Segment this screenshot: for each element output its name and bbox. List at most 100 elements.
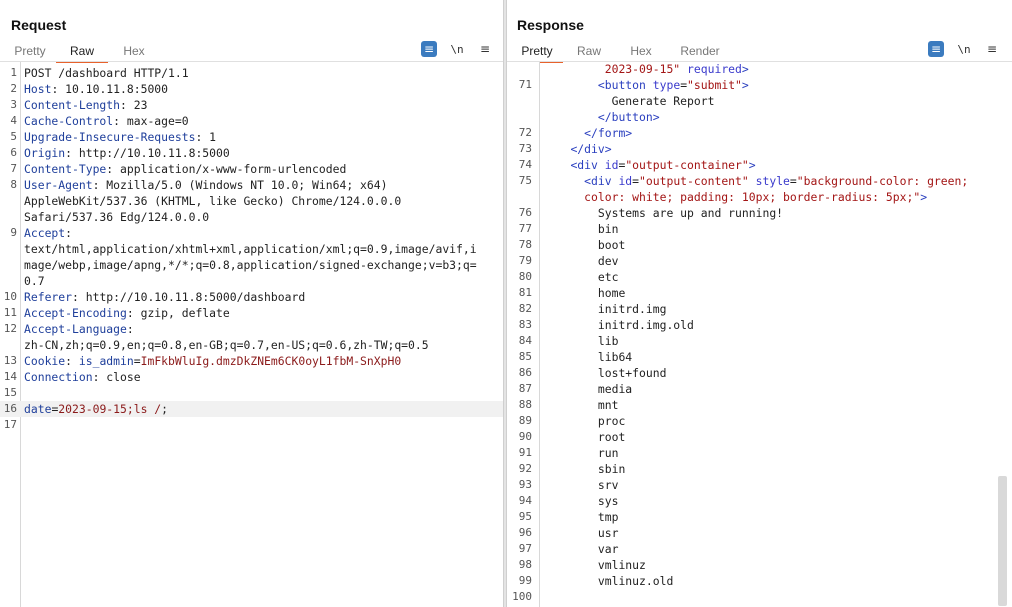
- pane-splitter[interactable]: [503, 0, 507, 607]
- code-text: Accept-Encoding: gzip, deflate: [24, 305, 230, 321]
- code-text: root: [543, 429, 625, 445]
- code-token: User-Agent: [24, 178, 93, 192]
- code-token: <div: [584, 174, 612, 188]
- code-token: Accept-Language: [24, 322, 127, 336]
- code-text: boot: [543, 237, 625, 253]
- response-toolbar: ≡ \n ≡: [928, 41, 1012, 57]
- indent: [543, 174, 584, 188]
- code-token: dev: [597, 254, 619, 268]
- code-text: Referer: http://10.10.11.8:5000/dashboar…: [24, 289, 305, 305]
- menu-icon[interactable]: ≡: [479, 42, 491, 56]
- code-token: bin: [597, 222, 619, 236]
- code-line: 12 Accept-Language:: [0, 321, 503, 337]
- code-token: vmlinuz: [597, 558, 646, 572]
- indent: [543, 414, 598, 428]
- code-token: is_admin: [78, 354, 134, 368]
- code-token: Systems are up and running!: [597, 206, 784, 220]
- code-line: mage/webp,image/apng,*/*;q=0.8,applicati…: [0, 257, 503, 273]
- code-token: vmlinuz.old: [597, 574, 674, 588]
- code-text: zh-CN,zh;q=0.9,en;q=0.8,en-GB;q=0.7,en-U…: [24, 337, 429, 353]
- tab-raw[interactable]: Raw: [576, 44, 601, 58]
- code-token: proc: [597, 414, 626, 428]
- code-token: : 10.10.11.8:5000: [51, 82, 169, 96]
- code-line: 100: [507, 589, 1012, 605]
- tab-divider: [507, 61, 1012, 62]
- code-line: 71 <button type="submit">: [507, 77, 1012, 93]
- line-number-gutter: [507, 62, 540, 607]
- code-text: mnt: [543, 397, 619, 413]
- code-line: Safari/537.36 Edg/124.0.0.0: [0, 209, 503, 225]
- code-token: : http://10.10.11.8:5000/dashboard: [72, 290, 306, 304]
- code-token: tmp: [597, 510, 619, 524]
- code-token: </div>: [570, 142, 612, 156]
- code-text: POST /dashboard HTTP/1.1: [24, 65, 189, 81]
- tab-raw[interactable]: Raw: [56, 41, 108, 63]
- tab-pretty[interactable]: Pretty: [14, 44, 46, 58]
- code-text: vmlinuz: [543, 557, 646, 573]
- code-line: 73 </div>: [507, 141, 1012, 157]
- line-number: 99: [518, 574, 532, 587]
- indent: [543, 382, 598, 396]
- code-text: bin: [543, 221, 619, 237]
- tab-hex[interactable]: Hex: [630, 44, 652, 58]
- line-number: 71: [518, 78, 532, 91]
- indent: [543, 542, 598, 556]
- code-line: 76 Systems are up and running!: [507, 205, 1012, 221]
- code-text: home: [543, 285, 625, 301]
- tab-render[interactable]: Render: [680, 44, 720, 58]
- code-text: Origin: http://10.10.11.8:5000: [24, 145, 230, 161]
- show-newlines-icon[interactable]: \n: [957, 42, 971, 56]
- line-number: 92: [518, 462, 532, 475]
- code-text: AppleWebKit/537.36 (KHTML, like Gecko) C…: [24, 193, 401, 209]
- indent: [543, 110, 598, 124]
- code-token: Accept: [24, 226, 66, 240]
- indent: [543, 142, 570, 156]
- code-text: User-Agent: Mozilla/5.0 (Windows NT 10.0…: [24, 177, 387, 193]
- response-editor[interactable]: 2023-09-15" required>71 <button type="su…: [507, 62, 1012, 607]
- response-pane: Response Pretty Raw Hex Render ≡ \n ≡ 20…: [507, 0, 1012, 607]
- code-text: initrd.img: [543, 301, 667, 317]
- indent: [543, 318, 598, 332]
- indent: [543, 190, 584, 204]
- response-tabs: Pretty Raw Hex Render: [511, 41, 733, 63]
- line-number: 12: [3, 322, 17, 335]
- code-token: lost+found: [597, 366, 667, 380]
- code-text: etc: [543, 269, 619, 285]
- indent: [543, 350, 598, 364]
- tab-hex[interactable]: Hex: [123, 44, 145, 58]
- code-token: "output-content": [639, 174, 749, 188]
- code-text: proc: [543, 413, 625, 429]
- code-token: Referer: [24, 290, 73, 304]
- tab-divider: [0, 61, 503, 62]
- wrap-lines-icon[interactable]: ≡: [928, 41, 944, 57]
- code-token: : 1: [195, 130, 217, 144]
- code-line: 82 initrd.img: [507, 301, 1012, 317]
- line-number: 1: [10, 66, 17, 79]
- code-token: color: white; padding: 10px; border-radi…: [584, 190, 921, 204]
- tab-pretty[interactable]: Pretty: [511, 41, 563, 63]
- response-scrollbar[interactable]: [998, 476, 1007, 606]
- wrap-lines-icon[interactable]: ≡: [421, 41, 437, 57]
- show-newlines-icon[interactable]: \n: [450, 42, 464, 56]
- code-token: id: [597, 158, 619, 172]
- indent: [543, 494, 598, 508]
- code-token: Origin: [24, 146, 66, 160]
- code-token: srv: [597, 478, 619, 492]
- code-line: 88 mnt: [507, 397, 1012, 413]
- code-text: sys: [543, 493, 619, 509]
- line-number: 89: [518, 414, 532, 427]
- code-line: 78 boot: [507, 237, 1012, 253]
- line-number: 78: [518, 238, 532, 251]
- code-line: 15: [0, 385, 503, 401]
- code-line: 2023-09-15" required>: [507, 61, 1012, 77]
- code-token: :: [126, 322, 134, 336]
- code-line: 98 vmlinuz: [507, 557, 1012, 573]
- menu-icon[interactable]: ≡: [986, 42, 998, 56]
- line-number-gutter: [0, 62, 21, 607]
- code-line: 0.7: [0, 273, 503, 289]
